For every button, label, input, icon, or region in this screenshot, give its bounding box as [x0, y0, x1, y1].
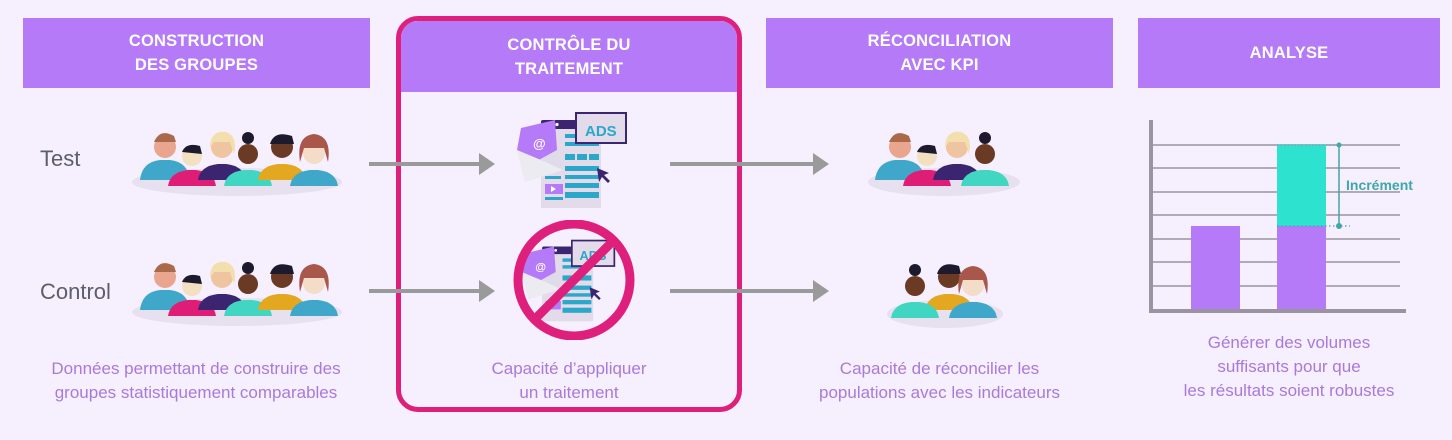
svg-text:ADS: ADS	[585, 123, 617, 140]
description-analyse: Générer des volumes suffisants pour que …	[1138, 331, 1440, 403]
description-line: Capacité de réconcilier les	[839, 359, 1040, 378]
header-line: AVEC KPI	[900, 56, 979, 74]
people-group-reconciled-test-icon	[868, 131, 1020, 196]
chart-x-axis	[1149, 309, 1406, 313]
svg-text:@: @	[535, 261, 546, 273]
description-reconciliation: Capacité de réconcilier les populations …	[766, 357, 1113, 405]
arrow-control-1	[369, 280, 495, 302]
description-controle: Capacité d’appliquer un traitement	[396, 357, 742, 405]
header-line: CONSTRUCTION	[128, 32, 265, 50]
header-line: DES GROUPES	[134, 56, 259, 74]
treatment-control-highlight: CONTRÔLE DU TRAITEMENT	[396, 16, 742, 412]
chart-y-axis	[1149, 120, 1153, 313]
description-line: suffisants pour que	[1217, 357, 1361, 376]
row-label-test: Test	[40, 146, 81, 171]
chart-gridlines	[1152, 144, 1400, 287]
bar-test-increment	[1277, 145, 1326, 226]
header-line: TRAITEMENT	[514, 59, 624, 78]
description-line: les résultats soient robustes	[1183, 381, 1395, 400]
header-reconciliation: RÉCONCILIATION AVEC KPI	[766, 18, 1113, 88]
no-treatment-icon: @ ADS	[513, 220, 635, 340]
description-line: un traitement	[519, 383, 619, 402]
description-line: groupes statistiquement comparables	[54, 383, 338, 402]
people-group-test-icon	[132, 131, 342, 196]
description-line: Générer des volumes	[1207, 333, 1371, 352]
header-construction: CONSTRUCTION DES GROUPES	[23, 18, 370, 88]
bar-control	[1191, 226, 1240, 309]
description-line: populations avec les indicateurs	[819, 383, 1060, 402]
header-line: CONTRÔLE DU	[507, 35, 631, 54]
description-construction: Données permettant de construire des gro…	[10, 357, 382, 405]
header-controle: CONTRÔLE DU TRAITEMENT	[401, 21, 737, 92]
arrow-test-1	[369, 153, 495, 175]
people-group-reconciled-control-icon	[887, 264, 1003, 328]
row-label-control: Control	[40, 279, 111, 304]
bar-test-baseline	[1277, 226, 1326, 309]
header-line: RÉCONCILIATION	[867, 32, 1012, 50]
description-line: Capacité d’appliquer	[491, 359, 647, 378]
ads-email-treatment-icon: @ ADS	[517, 112, 627, 208]
people-group-control-icon	[132, 261, 342, 326]
header-analyse: ANALYSE	[1138, 18, 1440, 88]
description-line: Données permettant de construire des	[51, 359, 341, 378]
increment-bar-chart	[1149, 120, 1406, 313]
arrow-test-2	[670, 153, 829, 175]
svg-text:@: @	[533, 136, 546, 151]
increment-label: Incrément	[1346, 177, 1413, 193]
arrow-control-2	[670, 280, 829, 302]
header-line: ANALYSE	[1249, 44, 1329, 62]
